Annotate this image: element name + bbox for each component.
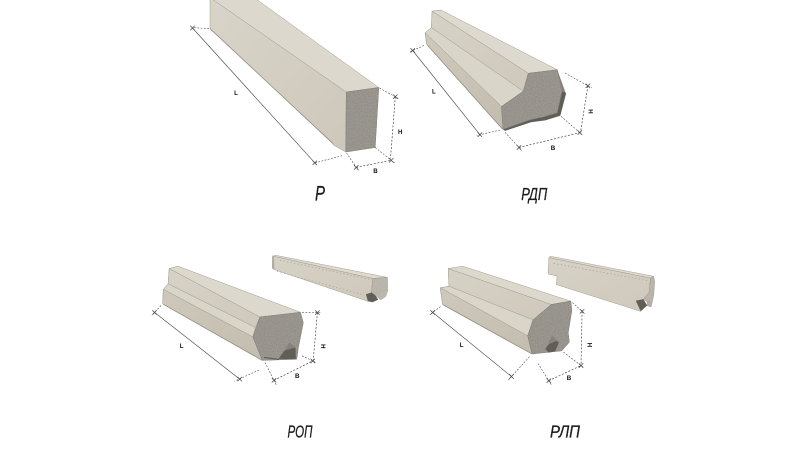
svg-text:L: L — [432, 88, 436, 95]
svg-text:H: H — [587, 109, 594, 114]
svg-text:L: L — [460, 342, 464, 349]
svg-text:H: H — [586, 343, 593, 348]
svg-text:H: H — [398, 129, 403, 136]
svg-text:Р: Р — [315, 183, 325, 206]
svg-text:РОП: РОП — [288, 422, 313, 442]
svg-text:B: B — [567, 375, 572, 382]
svg-text:L: L — [234, 90, 238, 97]
svg-text:B: B — [295, 373, 300, 380]
svg-text:РДП: РДП — [521, 184, 547, 204]
svg-text:B: B — [373, 168, 378, 175]
svg-text:B: B — [551, 145, 556, 152]
svg-text:L: L — [180, 343, 184, 350]
svg-text:РЛП: РЛП — [550, 422, 580, 442]
svg-text:H: H — [319, 344, 326, 349]
